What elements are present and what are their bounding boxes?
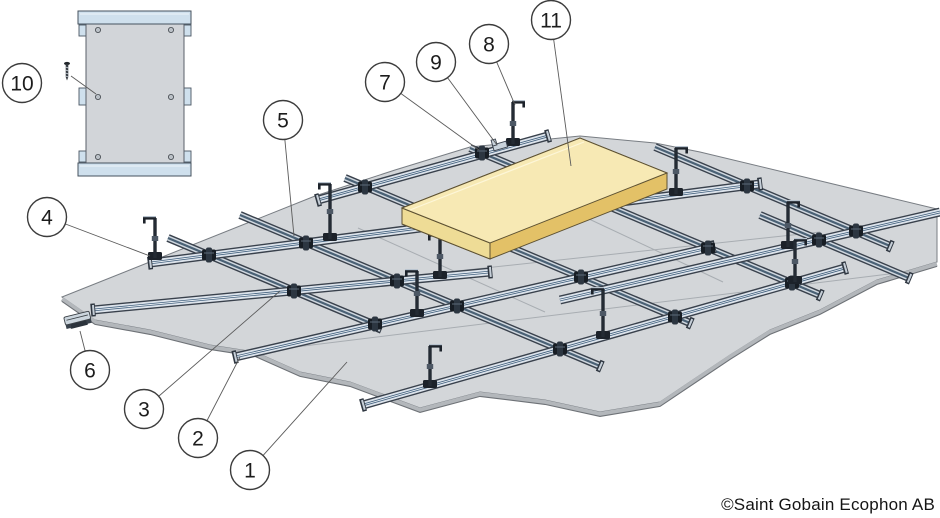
channel-end-cap [885, 239, 895, 253]
grid-clip-icon [390, 273, 404, 289]
grid-clip-icon [740, 178, 754, 194]
callout-7: 7 [364, 61, 480, 151]
grid-clip-icon [368, 316, 382, 332]
hanger-bracket-icon [423, 344, 442, 388]
screw-leader-line [70, 75, 97, 95]
callout-label: 6 [84, 360, 96, 383]
callout-label: 9 [430, 52, 442, 75]
callout-1: 1 [229, 361, 348, 491]
grid-clip-icon [450, 298, 464, 314]
leader-line-1 [249, 361, 348, 471]
channel-end-cap [841, 261, 850, 275]
callout-circle [69, 349, 111, 391]
callout-5: 5 [262, 99, 304, 237]
channel-end-cap [487, 265, 493, 279]
main-channel [558, 207, 940, 305]
callouts: 1 2 3 4 5 6 7 [1, 0, 572, 491]
callout-circle [123, 388, 165, 430]
callout-label: 8 [483, 34, 495, 57]
edge-profile-bottom [77, 162, 192, 177]
channel-end-cap [815, 288, 825, 302]
callout-label: 3 [138, 399, 150, 422]
grid-clip-icon [668, 309, 682, 325]
hanger-bracket-icon [143, 216, 162, 260]
callout-circle [1, 62, 43, 104]
grid-clip-icon [202, 247, 216, 263]
channel-end-cap [685, 316, 695, 330]
hanger-bracket-icon [788, 238, 807, 284]
connector-clip-icon [63, 310, 92, 329]
channel-end-cap [595, 359, 605, 373]
channel-end-cap [90, 303, 96, 317]
hanger-bracket-icon [669, 146, 688, 196]
callout-circle [262, 99, 304, 141]
hanger-bracket-icon [506, 100, 525, 146]
callout-circle [26, 196, 68, 238]
suspension-brackets [143, 100, 807, 388]
callout-label: 5 [277, 110, 289, 133]
grid-clip-icon [701, 240, 715, 256]
leader-line-3 [143, 290, 281, 410]
grid-clip-icon [553, 341, 567, 357]
callout-label: 2 [192, 428, 204, 451]
callout-label: 7 [379, 72, 391, 95]
callout-circle [468, 23, 510, 65]
channel-end-cap [231, 350, 239, 364]
grid-clip-icon [812, 232, 826, 248]
grid-clip-icon [287, 283, 301, 299]
copyright-text: ©Saint Gobain Ecophon AB [721, 495, 935, 514]
insulation-panel [400, 137, 669, 260]
hanger-bracket-icon [591, 287, 610, 339]
channel-end-cap [314, 193, 323, 207]
hanger-bracket-icon [318, 182, 337, 241]
screw-icon [64, 61, 70, 81]
callout-11: 11 [530, 0, 572, 167]
callout-label: 4 [41, 207, 53, 230]
callout-9: 9 [415, 41, 498, 146]
callout-circle [364, 61, 406, 103]
channel-end-cap [904, 271, 914, 285]
cross-channel [343, 174, 692, 327]
grid-clip-icon [475, 145, 489, 161]
hanger-bracket-icon [781, 200, 800, 249]
edge-profile-top [77, 10, 192, 25]
grid-clip-icon [849, 223, 863, 239]
grid-clip-icon [358, 179, 372, 195]
grid-clip-icon [299, 235, 313, 251]
callout-6: 6 [69, 330, 111, 391]
leader-line-11 [550, 19, 572, 167]
channel-end-cap [359, 398, 368, 412]
callout-label: 11 [540, 10, 562, 33]
callout-label: 1 [244, 460, 256, 483]
channel-end-cap [757, 177, 764, 191]
detail-panel-face [85, 15, 185, 173]
callout-8: 8 [468, 23, 516, 106]
main-channel [233, 242, 715, 362]
callout-2: 2 [177, 356, 241, 459]
callout-circle [530, 0, 572, 41]
callout-circle [229, 449, 271, 491]
grid-clip-icon [574, 269, 588, 285]
callout-circle [177, 417, 219, 459]
callout-circle [415, 41, 457, 83]
channel-end-cap [544, 129, 553, 143]
callout-label: 10 [10, 73, 33, 96]
callout-3: 3 [123, 290, 281, 430]
panel-detail [64, 10, 192, 177]
callout-4: 4 [26, 196, 151, 257]
callout-10: 10 [1, 62, 43, 104]
main-channel [316, 131, 550, 205]
hanger-bracket-icon [405, 269, 424, 317]
screw-heads [95, 26, 174, 160]
